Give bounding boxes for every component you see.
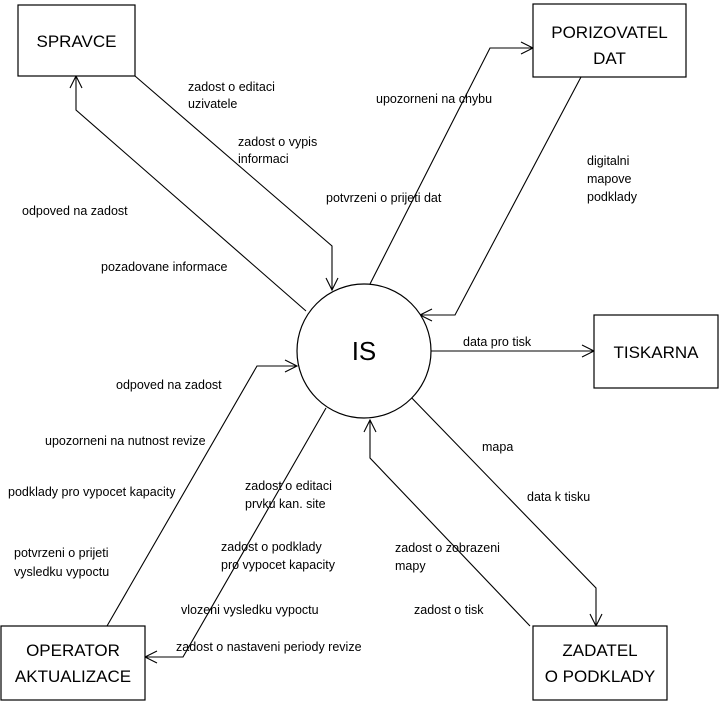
flow-label-podklady-vypocet: podklady pro vypocet kapacity: [8, 485, 176, 499]
flow-zadatel-to-is: [369, 420, 531, 627]
flow-label-potvrzeni-prijeti-dat: potvrzeni o prijeti dat: [326, 191, 442, 205]
flow-label-upozorneni-revize: upozorneni na nutnost revize: [45, 434, 206, 448]
flow-label-upozorneni-chybu: upozorneni na chybu: [376, 92, 492, 106]
flow-label-zadost-o-tisk: zadost o tisk: [414, 603, 484, 617]
arrowhead-is-top: [325, 277, 339, 292]
flow-porizovatel-to-is: [420, 76, 582, 316]
flow-label-data-pro-tisk: data pro tisk: [463, 335, 532, 349]
entity-porizovatel-label-2: DAT: [593, 49, 626, 68]
flow-spravce-to-is: [134, 75, 333, 290]
flow-label-zadost-podklady-1: zadost o podklady: [221, 540, 323, 554]
flow-label-mapove: mapove: [587, 172, 632, 186]
entity-spravce-label: SPRAVCE: [37, 32, 117, 51]
entity-spravce-box: [17, 4, 136, 77]
flow-label-odpoved-operator: odpoved na zadost: [116, 378, 222, 392]
flow-label-zadost-vypis-2: informaci: [238, 152, 289, 166]
flow-is-to-operator: [145, 407, 327, 658]
flow-operator-to-is: [106, 365, 297, 627]
entity-porizovatel-label-1: PORIZOVATEL: [551, 23, 668, 42]
flow-label-potvrzeni-vysledku-1: potvrzeni o prijeti: [14, 546, 109, 560]
flow-label-vlozeni-vysledku: vlozeni vysledku vypoctu: [181, 603, 319, 617]
entity-tiskarna-label: TISKARNA: [613, 343, 699, 362]
flow-label-mapa: mapa: [482, 440, 513, 454]
flow-label-zadost-zobrazeni-1: zadost o zobrazeni: [395, 541, 500, 555]
entity-zadatel-label-2: O PODKLADY: [545, 667, 656, 686]
flow-is-to-zadatel: [405, 391, 597, 626]
flow-label-podklady: podklady: [587, 190, 638, 204]
entity-zadatel-box: [532, 625, 668, 701]
entity-operator-label-1: OPERATOR: [26, 641, 120, 660]
flow-label-digitalni: digitalni: [587, 154, 629, 168]
entity-zadatel-label-1: ZADATEL: [562, 641, 637, 660]
flow-label-zadost-editaci-prvku-1: zadost o editaci: [245, 479, 332, 493]
flow-label-zadost-editaci-uzivatele-1: zadost o editaci: [188, 80, 275, 94]
process-is-label: IS: [352, 336, 377, 366]
arrowhead-is-left: [284, 359, 299, 373]
flow-label-zadost-zobrazeni-2: mapy: [395, 559, 426, 573]
arrowhead-is-bottom: [363, 418, 377, 433]
flow-label-pozadovane-informace: pozadovane informace: [101, 260, 228, 274]
entity-porizovatel-box: [532, 3, 687, 78]
flow-label-nastaveni-periody: zadost o nastaveni periody revize: [176, 640, 362, 654]
flow-is-to-porizovatel: [369, 47, 533, 285]
flow-is-to-spravce: [75, 76, 307, 312]
entity-operator-box: [0, 625, 146, 701]
entity-operator-label-2: AKTUALIZACE: [15, 667, 131, 686]
flow-label-zadost-editaci-prvku-2: prvku kan. site: [245, 497, 326, 511]
entity-tiskarna-box: [593, 314, 719, 389]
flow-label-potvrzeni-vysledku-2: vysledku vypoctu: [14, 565, 109, 579]
flow-label-zadost-podklady-2: pro vypocet kapacity: [221, 558, 336, 572]
flow-label-odpoved-spravce: odpoved na zadost: [22, 204, 128, 218]
flow-label-zadost-vypis-1: zadost o vypis: [238, 135, 317, 149]
flow-label-zadost-editaci-uzivatele-2: uzivatele: [188, 97, 237, 111]
process-is-circle: [296, 283, 432, 419]
flow-label-data-k-tisku: data k tisku: [527, 490, 590, 504]
